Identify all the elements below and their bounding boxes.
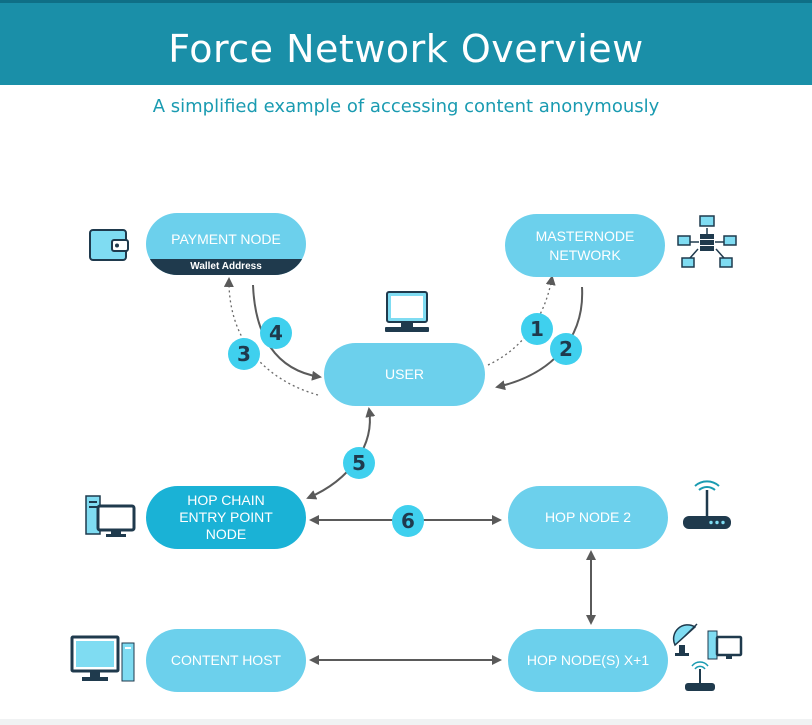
- desktop-computer-icon: [85, 495, 136, 537]
- hop-chain-entry-node: HOP CHAIN ENTRY POINT NODE: [146, 486, 306, 549]
- hop-node-2: HOP NODE 2: [508, 486, 668, 549]
- hop-node-x-plus-1: HOP NODE(S) X+1: [508, 629, 668, 692]
- masternode-network-label: MASTERNODE NETWORK: [535, 227, 635, 263]
- header-banner: Force Network Overview: [0, 0, 812, 85]
- user-label: USER: [385, 366, 424, 382]
- content-host-node: CONTENT HOST: [146, 629, 306, 692]
- hop-node-2-label: HOP NODE 2: [544, 509, 632, 525]
- step-badge-2: 2: [550, 333, 582, 365]
- laptop-icon: [385, 291, 429, 332]
- satellite-router-icon: [672, 623, 743, 691]
- step-badge-6: 6: [392, 505, 424, 537]
- wallet-icon: [89, 229, 129, 261]
- wallet-address-label: Wallet Address: [146, 259, 306, 275]
- hop-chain-entry-label: HOP CHAIN ENTRY POINT NODE: [179, 492, 273, 542]
- step-badge-4: 4: [260, 317, 292, 349]
- monitor-icon: [70, 635, 135, 682]
- payment-node-label: PAYMENT NODE: [171, 231, 281, 247]
- wifi-router-icon: [683, 480, 731, 529]
- user-node: USER: [324, 343, 485, 406]
- network-icon: [677, 215, 737, 268]
- masternode-network-node: MASTERNODE NETWORK: [505, 214, 665, 277]
- payment-node: PAYMENT NODE Wallet Address: [146, 213, 306, 275]
- step-badge-5: 5: [343, 447, 375, 479]
- footer-strip: [0, 719, 812, 725]
- step-badge-1: 1: [521, 313, 553, 345]
- hop-node-x-plus-1-label: HOP NODE(S) X+1: [526, 652, 650, 668]
- page-subtitle: A simplified example of accessing conten…: [152, 96, 660, 117]
- page-title: Force Network Overview: [168, 27, 644, 71]
- step-badge-3: 3: [228, 338, 260, 370]
- content-host-label: CONTENT HOST: [170, 652, 282, 668]
- arrow-step-1: [487, 275, 556, 366]
